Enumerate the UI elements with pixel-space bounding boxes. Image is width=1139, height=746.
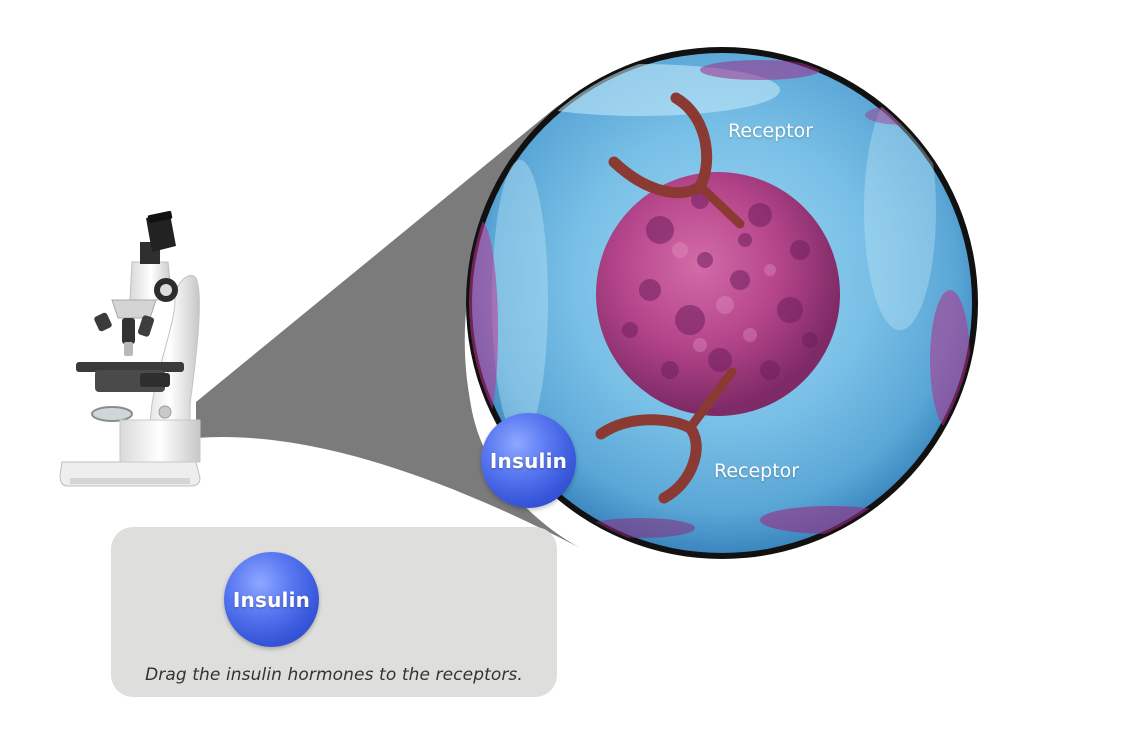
insulin-label: Insulin (232, 587, 311, 612)
insulin-label: Insulin (489, 448, 568, 473)
insulin-hormone-draggable[interactable]: Insulin (224, 552, 319, 647)
receptor-label-bottom: Receptor (714, 460, 800, 482)
drag-instruction: Drag the insulin hormones to the recepto… (145, 665, 523, 685)
receptor-icon (595, 367, 737, 504)
receptor-label-top: Receptor (728, 120, 814, 142)
insulin-tray: Insulin Drag the insulin hormones to the… (111, 527, 557, 697)
magnifier-view (466, 47, 978, 559)
microscope-icon (59, 210, 201, 487)
insulin-hormone-placed[interactable]: Insulin (481, 413, 576, 508)
receptor-icon (608, 92, 745, 229)
cell-icon (596, 172, 840, 416)
